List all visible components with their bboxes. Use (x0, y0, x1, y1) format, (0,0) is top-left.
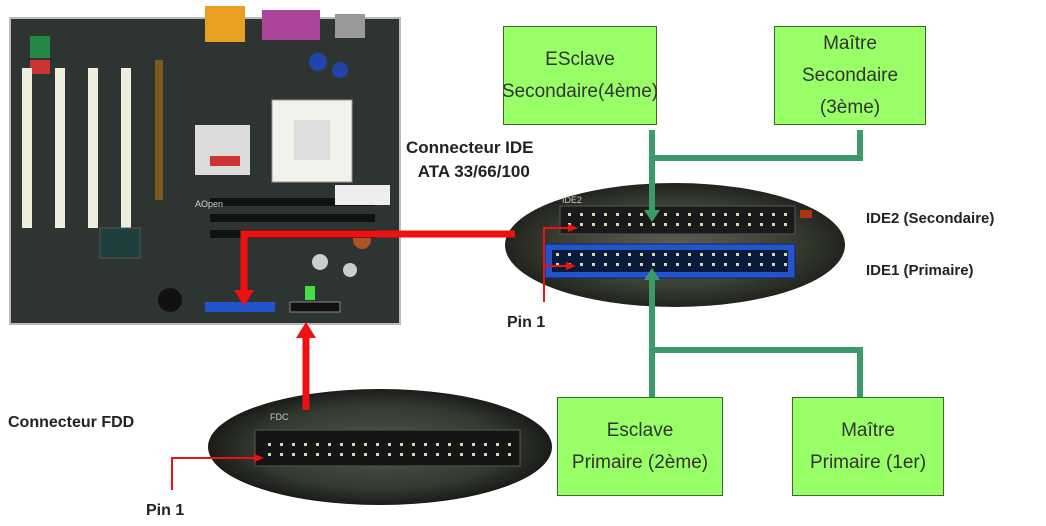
drive-primary-master: Maître Primaire (1er) (792, 397, 944, 496)
ide-connector-label-line2: ATA 33/66/100 (417, 162, 530, 181)
motherboard-image (9, 6, 401, 325)
fdc-silk-text: FDC (270, 412, 289, 422)
red-arrows (171, 224, 578, 490)
drive-primary-slave-role: Esclave (606, 419, 674, 441)
pin1-fdd-label: Pin 1 (146, 502, 185, 519)
drive-secondary-master-role: Maître (823, 32, 877, 54)
fdd-connector-closeup (208, 389, 552, 505)
board-brand-silk: AOpen (195, 199, 223, 209)
ide-cables (649, 130, 863, 398)
drive-secondary-slave-role: ESclave (545, 48, 615, 70)
drive-primary-master-channel: Primaire (1er) (809, 451, 927, 473)
ide-connector-label: Connecteur IDE ATA 33/66/100 (406, 136, 534, 184)
secondary-cable-arrowhead (644, 210, 660, 222)
drive-secondary-master: Maître Secondaire (3ème) (774, 26, 926, 125)
fdd-connector-label: Connecteur FDD (8, 414, 135, 431)
ide2-label: IDE2 (Secondaire) (866, 210, 995, 227)
pin1-ide-label: Pin 1 (507, 314, 546, 331)
ide2-silk-text: IDE2 (562, 195, 582, 205)
drive-primary-slave-channel: Primaire (2ème) (571, 451, 709, 473)
ide-connector-label-line1: Connecteur IDE (406, 138, 534, 157)
ide1-label: IDE1 (Primaire) (866, 262, 974, 279)
drive-primary-slave: Esclave Primaire (2ème) (557, 397, 723, 496)
drive-primary-master-role: Maître (841, 419, 895, 441)
ide-connector-closeup (505, 183, 845, 307)
drive-secondary-slave-channel: Secondaire(4ème) (501, 80, 659, 102)
primary-cable (649, 347, 863, 398)
drive-secondary-master-channel: Secondaire (3ème) (801, 64, 899, 118)
drive-secondary-slave: ESclave Secondaire(4ème) (501, 26, 659, 125)
secondary-cable (649, 130, 863, 161)
primary-cable-arrowhead (644, 268, 660, 280)
